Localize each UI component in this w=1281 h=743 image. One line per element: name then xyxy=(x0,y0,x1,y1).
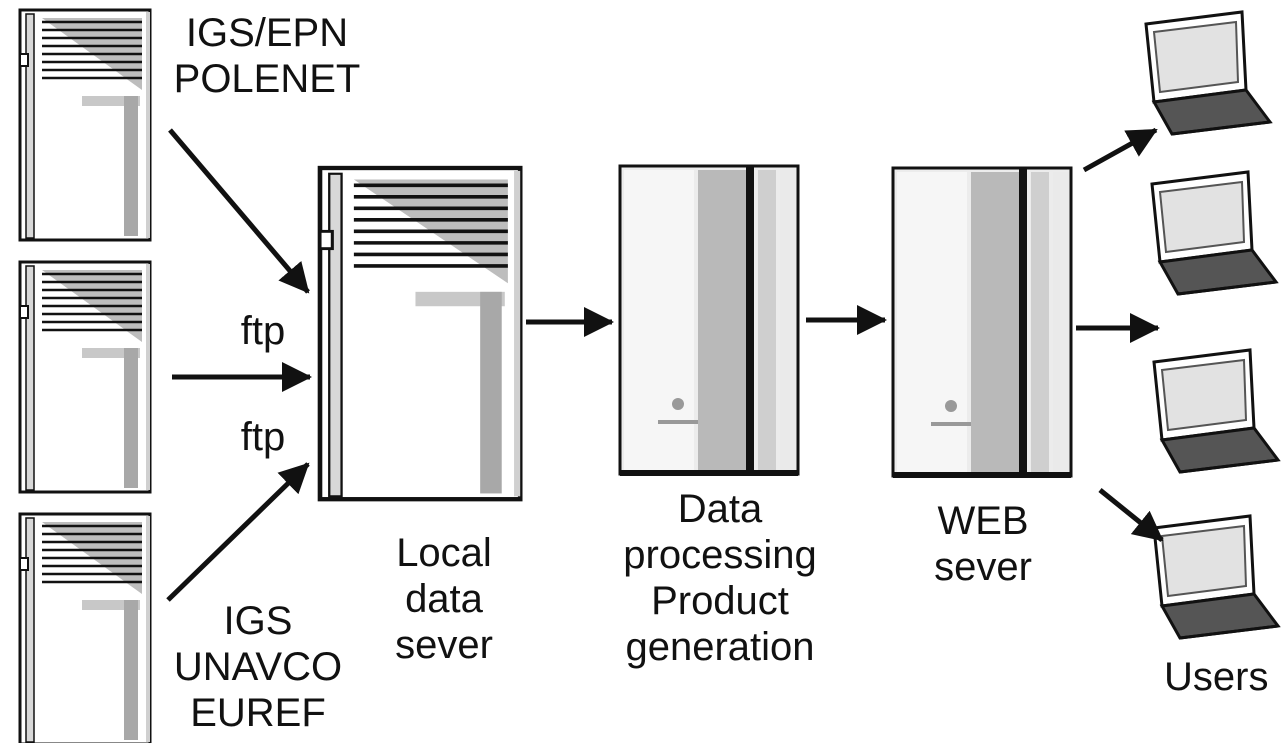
web-label-line-2: sever xyxy=(934,545,1032,589)
arrow-top-source-to-local xyxy=(168,128,310,294)
source-top-label-line-2: POLENET xyxy=(173,57,361,101)
user-laptop-2 xyxy=(1150,170,1278,296)
web-label-line-1: WEB xyxy=(937,499,1029,543)
processing-label-line-4: generation xyxy=(625,625,815,669)
source-bottom-label-line-2: UNAVCO xyxy=(173,645,343,689)
web-server-label: WEB sever xyxy=(918,498,1048,590)
local-server-label: Local data sever xyxy=(374,530,514,668)
local-server-label-line-1: Local xyxy=(396,531,492,575)
arrow-web-to-user-1 xyxy=(1082,127,1158,173)
ftp-label-lower: ftp xyxy=(240,415,286,459)
source-top-label: IGS/EPN POLENET xyxy=(162,10,372,102)
users-label: Users xyxy=(1164,655,1269,699)
user-laptop-1 xyxy=(1144,10,1272,136)
source-server-middle xyxy=(18,260,152,494)
local-data-server xyxy=(320,168,520,499)
user-laptop-4 xyxy=(1152,514,1280,640)
source-bottom-label: IGS UNAVCO EUREF xyxy=(160,598,356,736)
source-bottom-label-line-3: EUREF xyxy=(190,691,326,735)
arrow-bottom-source-to-local xyxy=(166,462,310,602)
source-top-label-line-1: IGS/EPN xyxy=(185,11,349,55)
source-server-top xyxy=(18,8,152,242)
source-server-bottom xyxy=(18,512,152,743)
user-laptop-3 xyxy=(1152,348,1280,474)
source-bottom-label-line-1: IGS xyxy=(223,599,293,643)
processing-server xyxy=(618,164,800,478)
ftp-label-upper: ftp xyxy=(240,309,286,353)
processing-label-line-3: Product xyxy=(651,579,789,623)
local-server-label-line-3: sever xyxy=(395,623,493,667)
processing-label-line-2: processing xyxy=(623,533,817,577)
web-server xyxy=(891,166,1073,480)
processing-label-line-1: Data xyxy=(677,487,763,531)
arrow-web-to-user-4 xyxy=(1098,488,1164,542)
processing-server-label: Data processing Product generation xyxy=(600,486,840,670)
local-server-label-line-2: data xyxy=(405,577,483,621)
